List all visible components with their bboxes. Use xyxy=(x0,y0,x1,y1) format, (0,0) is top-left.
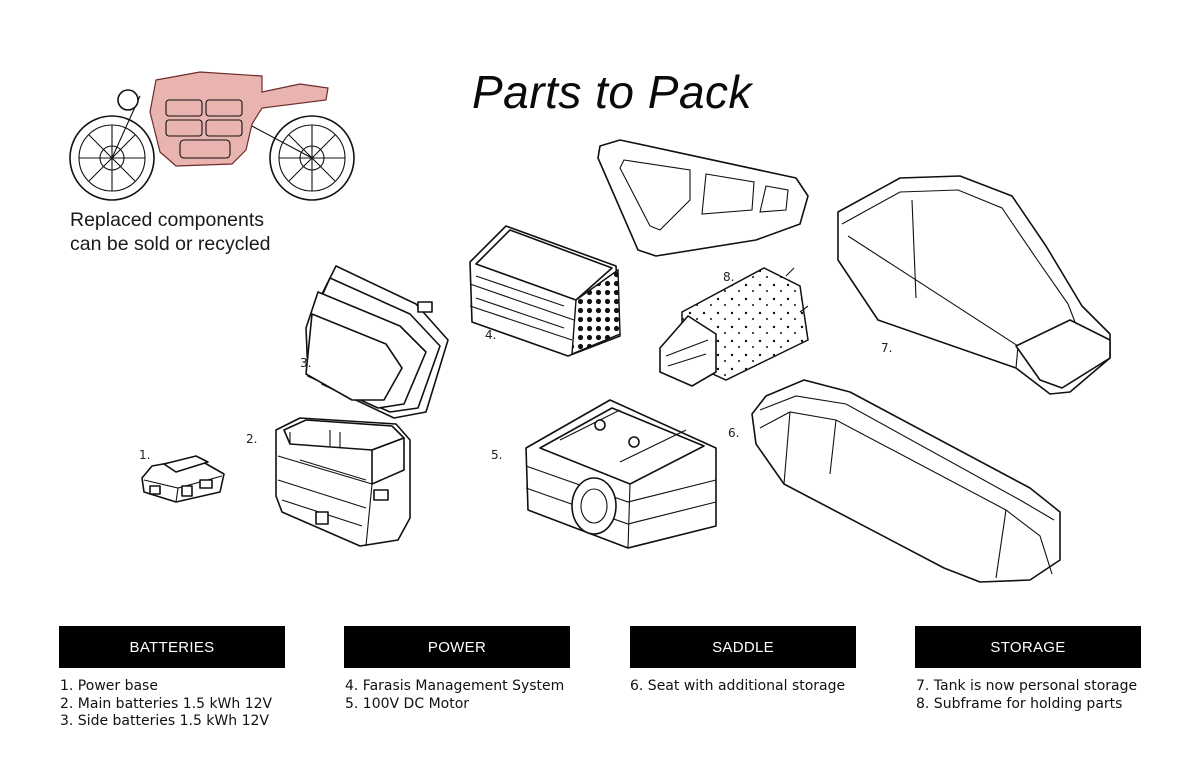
batteries-header: BATTERIES xyxy=(59,626,285,668)
storage-header: STORAGE xyxy=(915,626,1141,668)
list-item: 7. Tank is now personal storage xyxy=(916,678,1138,694)
bracket-part xyxy=(659,267,809,387)
callout-5: 5. xyxy=(491,448,503,462)
motor-part xyxy=(525,399,717,549)
callout-1: 1. xyxy=(139,448,151,462)
list-item: 8. Subframe for holding parts xyxy=(916,695,1123,712)
list-item: 2. Main batteries 1.5 kWh 12V xyxy=(60,695,273,712)
management-system-part xyxy=(469,225,621,357)
subframe-part xyxy=(597,139,809,257)
list-item: 5. 100V DC Motor xyxy=(345,695,470,712)
storage-list: 7. Tank is now personal storage 8. Subfr… xyxy=(916,678,1156,713)
callout-2: 2. xyxy=(246,432,258,446)
replaced-components-note: Replaced components can be sold or recyc… xyxy=(70,208,330,256)
note-line-2: can be sold or recycled xyxy=(70,233,271,255)
side-batteries-part xyxy=(305,265,449,419)
list-item: 1. Power base xyxy=(60,678,158,694)
callout-6: 6. xyxy=(728,426,740,440)
list-item: 3. Side batteries 1.5 kWh 12V xyxy=(60,713,269,729)
main-batteries-part xyxy=(275,417,411,547)
power-list: 4. Farasis Management System 5. 100V DC … xyxy=(345,678,585,713)
note-line-1: Replaced components xyxy=(70,209,265,231)
callout-7: 7. xyxy=(881,341,893,355)
seat-part xyxy=(751,379,1061,583)
power-base-part xyxy=(141,455,225,503)
tank-part xyxy=(837,175,1111,395)
power-header: POWER xyxy=(344,626,570,668)
callout-4: 4. xyxy=(485,328,497,342)
callout-8: 8. xyxy=(723,270,735,284)
batteries-list: 1. Power base 2. Main batteries 1.5 kWh … xyxy=(60,678,300,731)
list-item: 4. Farasis Management System xyxy=(345,678,565,694)
list-item: 6. Seat with additional storage xyxy=(630,678,846,694)
saddle-list: 6. Seat with additional storage xyxy=(630,678,870,696)
saddle-header: SADDLE xyxy=(630,626,856,668)
callout-3: 3. xyxy=(300,356,312,370)
page-title: Parts to Pack xyxy=(472,66,753,118)
motorcycle-illustration xyxy=(69,71,355,201)
